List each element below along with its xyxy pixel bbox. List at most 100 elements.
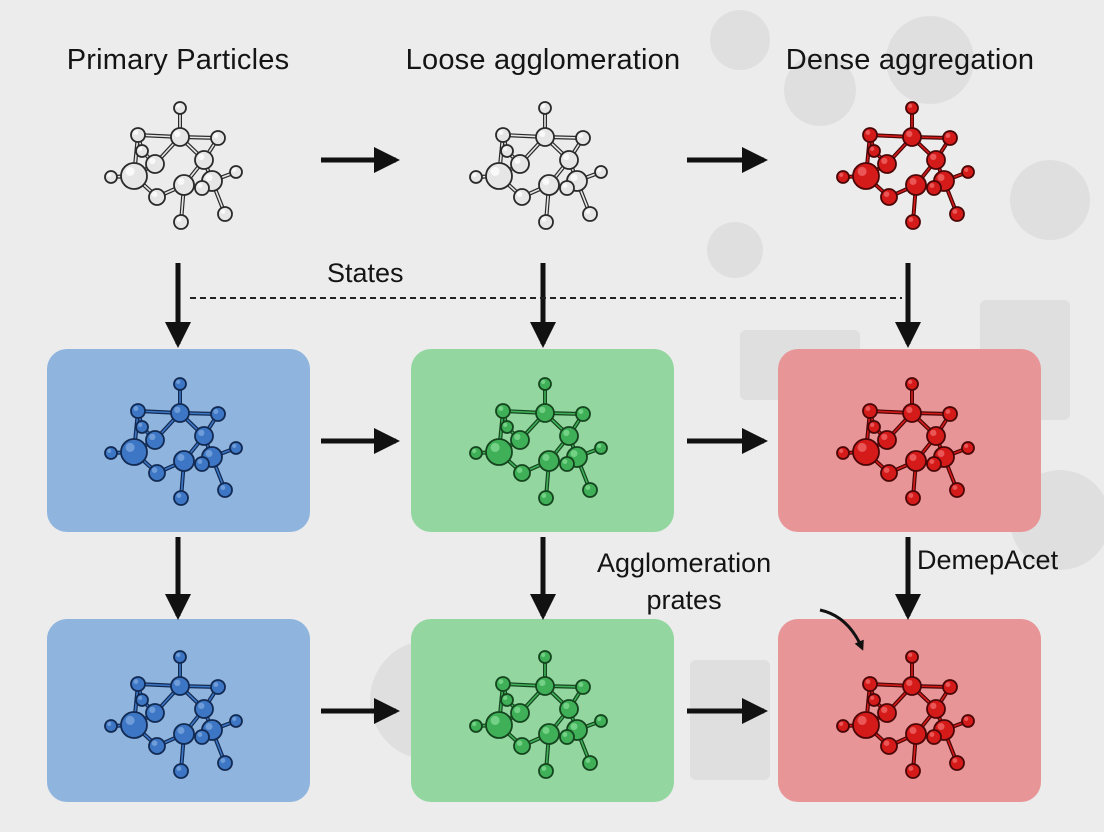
atom-highlight (908, 493, 914, 498)
atom-highlight (883, 191, 890, 197)
atom (485, 438, 513, 466)
atom (217, 482, 233, 498)
atom (961, 165, 975, 179)
atom-highlight (107, 172, 112, 177)
atom (942, 406, 958, 422)
atom (210, 679, 226, 695)
atom-highlight (490, 166, 500, 176)
molecule-bottom-green (469, 650, 608, 779)
atom (880, 188, 898, 206)
atom-highlight (498, 130, 504, 135)
atoms (836, 377, 975, 506)
atom-highlight (563, 429, 570, 436)
atom (194, 426, 214, 446)
atom-highlight (881, 157, 888, 164)
atom (867, 693, 881, 707)
atom (949, 755, 965, 771)
atom (495, 676, 511, 692)
atom (926, 180, 942, 196)
atom (582, 206, 598, 222)
atom (862, 127, 878, 143)
atom-highlight (541, 766, 547, 771)
atom (535, 127, 555, 147)
atom-highlight (570, 723, 578, 730)
title-dense-aggregation: Dense aggregation (785, 44, 1035, 76)
atom (905, 650, 919, 664)
atom (902, 676, 922, 696)
atom (104, 446, 118, 460)
atom-highlight (539, 406, 546, 413)
atom (926, 150, 946, 170)
atom (173, 650, 187, 664)
atom-highlight (952, 758, 958, 763)
atom (135, 420, 149, 434)
atom (120, 162, 148, 190)
atom (173, 450, 195, 472)
atom (194, 150, 214, 170)
atom-highlight (198, 702, 205, 709)
atom (594, 165, 608, 179)
atom-highlight (205, 174, 213, 181)
atom-highlight (585, 209, 591, 214)
atom (145, 154, 165, 174)
atom-highlight (937, 723, 945, 730)
atom-highlight (585, 758, 591, 763)
atom-highlight (503, 695, 508, 700)
atom-highlight (514, 433, 521, 440)
atom (836, 719, 850, 733)
atom (905, 490, 921, 506)
atom-highlight (929, 459, 935, 464)
atom (880, 737, 898, 755)
atom-highlight (937, 174, 945, 181)
atom-highlight (908, 766, 914, 771)
atom (538, 763, 554, 779)
atom (104, 719, 118, 733)
atoms (469, 101, 608, 230)
atom-highlight (857, 442, 867, 452)
atom (559, 150, 579, 170)
atom-highlight (133, 679, 139, 684)
atom (229, 165, 243, 179)
atom-highlight (857, 166, 867, 176)
atom-highlight (937, 450, 945, 457)
atom-highlight (562, 459, 568, 464)
atom (130, 676, 146, 692)
atom-highlight (149, 433, 156, 440)
atom (469, 446, 483, 460)
atom (513, 188, 531, 206)
atom (877, 154, 897, 174)
atom (949, 206, 965, 222)
atom (229, 441, 243, 455)
molecule-bottom-red (836, 650, 975, 779)
atom-highlight (232, 167, 237, 172)
atom (500, 144, 514, 158)
atom-highlight (151, 740, 158, 746)
atom (535, 403, 555, 423)
atom (594, 714, 608, 728)
atom (559, 426, 579, 446)
atom-highlight (578, 133, 584, 138)
atom (538, 174, 560, 196)
atom (217, 755, 233, 771)
atom-highlight (562, 183, 568, 188)
atoms (836, 101, 975, 230)
atom-highlight (945, 133, 951, 138)
atom-highlight (930, 153, 937, 160)
atom-highlight (125, 715, 135, 725)
atom (170, 676, 190, 696)
atom (538, 101, 552, 115)
atom-highlight (498, 679, 504, 684)
atom (836, 170, 850, 184)
atoms (104, 650, 243, 779)
atom (949, 482, 965, 498)
atom-highlight (929, 732, 935, 737)
atom (229, 714, 243, 728)
atom (836, 446, 850, 460)
atom (905, 377, 919, 391)
atom-highlight (930, 429, 937, 436)
atom (905, 763, 921, 779)
atoms (836, 650, 975, 779)
molecule-top-primary (104, 101, 243, 230)
atoms (104, 377, 243, 506)
atom (148, 188, 166, 206)
